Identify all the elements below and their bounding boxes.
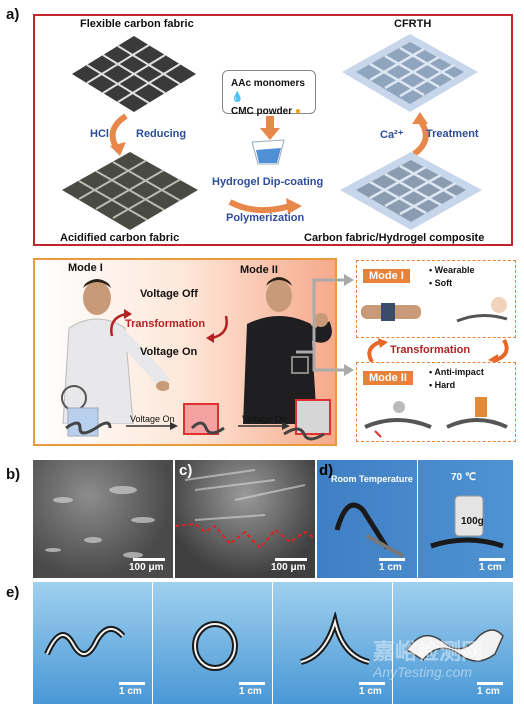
wearable-label: • Wearable	[429, 265, 475, 275]
mode1-label: Mode I	[68, 262, 103, 274]
voltage-off-label: Voltage Off	[140, 288, 198, 300]
composite-fabric-image	[340, 152, 482, 230]
cfrth-fabric-image	[342, 34, 478, 112]
voltage-on-label: Voltage On	[140, 346, 198, 358]
right-transformation-label: Transformation	[390, 344, 471, 356]
scale-bar-c	[275, 558, 307, 561]
flexible-carbon-fabric-image	[72, 36, 196, 112]
transformation-label: Transformation	[125, 318, 206, 330]
arm-wearable-image	[361, 297, 508, 323]
scale-label-d1: 1 cm	[379, 562, 402, 573]
curved-up-arrow-icon	[412, 112, 429, 157]
mode1-detail-box: Mode I • Wearable • Soft	[356, 260, 516, 338]
scale-bar-e2	[239, 682, 265, 685]
man-mode2-image	[243, 277, 332, 424]
watermark-en: AnyTesting.com	[373, 664, 473, 680]
panel-d-letter: d)	[319, 462, 334, 479]
cmc-powder-label: CMC powder	[231, 106, 293, 117]
right-mode2-badge: Mode II	[363, 371, 413, 385]
reducing-label: Reducing	[136, 128, 187, 140]
ring-fabric-image	[192, 621, 238, 671]
transformation-arrows-icon	[110, 309, 228, 343]
flexible-carbon-fabric-label: Flexible carbon fabric	[80, 18, 194, 30]
panel-e-letter: e)	[6, 584, 20, 601]
zoom-frame	[291, 356, 309, 374]
powder-icon: ●	[294, 106, 301, 117]
treatment-label: Treatment	[426, 128, 479, 140]
sem-texture-c	[175, 469, 315, 550]
sem-texture-b	[45, 486, 155, 558]
sem-image-b: 100 μm	[33, 460, 173, 578]
mode2-label: Mode II	[240, 264, 278, 276]
composite-label: Carbon fabric/Hydrogel composite	[304, 232, 485, 244]
bent-fabric-image	[334, 502, 404, 558]
panel-a-frame	[33, 14, 513, 246]
twisted-fabric-image	[405, 629, 504, 662]
connector-arrows-icon	[296, 274, 354, 376]
right-transformation-arrows-icon	[367, 338, 509, 364]
scale-bar-e4	[477, 682, 503, 685]
scale-label-e3: 1 cm	[359, 686, 382, 697]
hcl-label: HCl	[90, 128, 109, 140]
scale-bar-e1	[119, 682, 145, 685]
weight-on-fabric-image	[430, 495, 504, 549]
cfrth-label: CFRTH	[394, 18, 432, 30]
panel-b-letter: b)	[6, 466, 21, 483]
voltage-schematics	[61, 385, 331, 441]
scale-label-b: 100 μm	[129, 562, 164, 573]
room-temp-label: Room Temperature	[331, 474, 413, 484]
watermark-cn: 嘉峪检测网	[373, 639, 484, 664]
monomer-box: AAc monomers 💧 CMC powder ●	[222, 70, 316, 117]
anti-impact-image	[364, 397, 508, 438]
photo-panel-e: 1 cm 1 cm 1 cm 1 cm 嘉峪检测网 AnyTesting.com	[33, 582, 513, 704]
divider-e3	[392, 582, 393, 704]
droplet-icon: 💧	[231, 92, 244, 103]
ca2-label: Ca²⁺	[380, 129, 404, 141]
scale-label-c: 100 μm	[271, 562, 306, 573]
polymerization-label: Polymerization	[226, 212, 305, 224]
soft-label: • Soft	[429, 278, 453, 288]
beaker-icon	[251, 139, 285, 165]
curved-down-arrow-icon	[109, 113, 128, 156]
scale-label-e4: 1 cm	[477, 686, 500, 697]
down-arrow-icon	[260, 116, 280, 140]
scale-bar-d2	[479, 558, 505, 561]
right-mode1-badge: Mode I	[363, 269, 410, 283]
divider-e1	[152, 582, 153, 704]
scale-label-e1: 1 cm	[119, 686, 142, 697]
temp70-label: 70 ℃	[451, 472, 477, 483]
photo-panel-d: d) Room Temperature 70 ℃ 100g 1 cm 1 cm	[317, 460, 513, 578]
anti-impact-label: • Anti-impact	[429, 367, 484, 377]
panel-a-letter: a)	[6, 6, 20, 23]
divider-e2	[272, 582, 273, 704]
voltage-on-arrow1-label: Voltage On	[130, 414, 175, 424]
mode2-detail-box: Mode II • Anti-impact • Hard	[356, 362, 516, 442]
voltage-on-arrow2-label: Voltage On	[242, 414, 287, 424]
photo-divider	[417, 460, 418, 578]
aac-monomers-label: AAc monomers	[231, 78, 305, 89]
scale-label-d2: 1 cm	[479, 562, 502, 573]
scale-bar-b	[133, 558, 165, 561]
scale-bar-d1	[379, 558, 405, 561]
wave-fabric-image	[44, 626, 126, 657]
weight-label: 100g	[461, 516, 484, 527]
acidified-carbon-fabric-label: Acidified carbon fabric	[60, 232, 180, 244]
scale-label-e2: 1 cm	[239, 686, 262, 697]
acidified-carbon-fabric-image	[62, 152, 198, 230]
arch-fabric-image	[300, 612, 370, 665]
man-mode1-image	[62, 279, 169, 424]
scale-bar-e3	[359, 682, 385, 685]
panel-c-letter: c)	[179, 462, 193, 479]
sem-image-c: c) 100 μm	[175, 460, 315, 578]
hard-label: • Hard	[429, 380, 456, 390]
right-curved-arrow-icon	[228, 198, 302, 214]
hydrogel-dip-coating-label: Hydrogel Dip-coating	[212, 176, 324, 188]
